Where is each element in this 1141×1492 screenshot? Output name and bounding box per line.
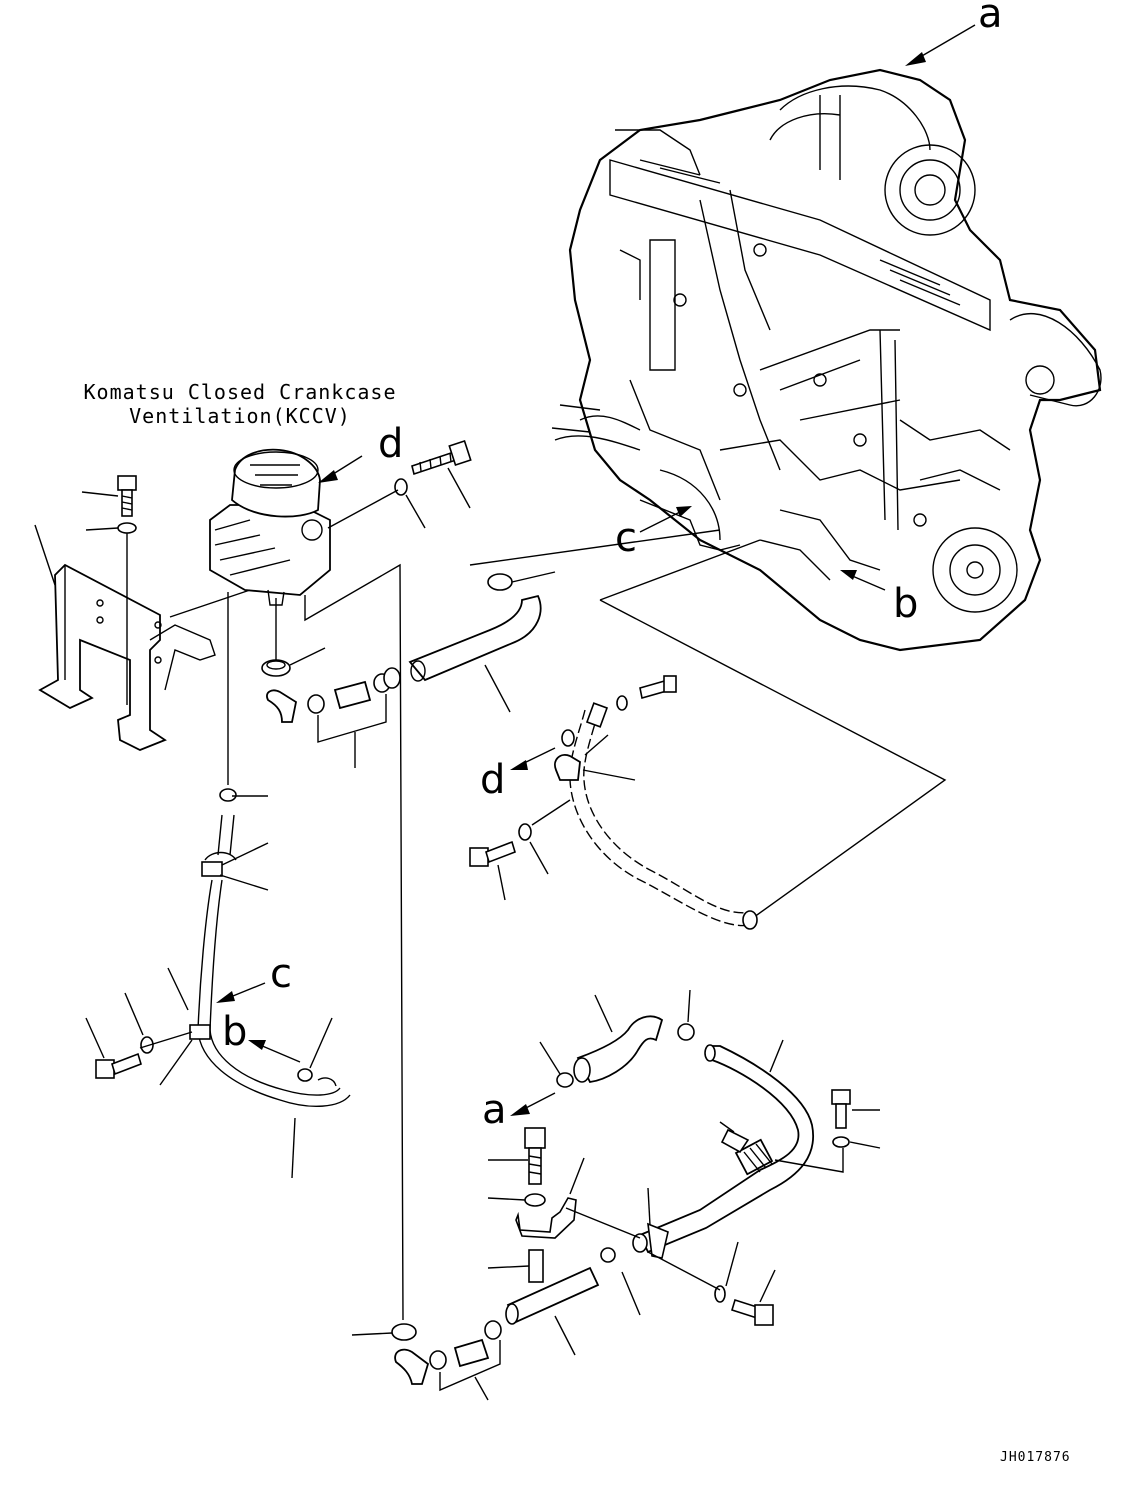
bolt-pipe-d [469,823,532,867]
kccv-caption-line2: Ventilation(KCCV) [129,404,351,428]
arrow-b-engine [840,570,857,580]
ref-a-bottom: a [482,1087,507,1133]
ventilation-hose [383,573,542,689]
ref-a-top: a [978,0,1003,37]
pipe-d [554,675,758,930]
elbow-hose-kccv [266,673,391,723]
bolt-kccv [394,440,472,496]
bolt-tube [95,1036,154,1079]
drain-tube [189,788,351,1108]
engine-assembly [551,68,1102,652]
arrow-d-kccv [318,470,338,483]
ref-c-tube: c [270,951,292,997]
arrow-b-tube [248,1040,266,1050]
drawing-code: JH017876 [1000,1450,1071,1465]
kccv-caption: Komatsu Closed Crankcase Ventilation(KCC… [70,380,410,428]
ref-b-tube: b [222,1009,248,1055]
arrow-a-bottom [510,1104,530,1116]
hose-set-bottom [391,1320,502,1385]
bolt-bracket [117,475,137,534]
kccv-unit [209,448,331,606]
kccv-caption-line1: Komatsu Closed Crankcase [83,380,397,404]
cylinder-head-cover [609,129,991,332]
ref-d-pipe: d [480,757,506,803]
arrow-a-top [905,52,926,66]
pipe-a-assembly [505,1015,851,1326]
ref-c-engine: c [615,515,637,561]
hose-clamp-kccv [261,659,291,677]
turbocharger [769,85,976,236]
ref-d-kccv: d [378,421,404,467]
arrow-c-engine [676,506,692,517]
arrow-d-pipe [510,760,528,770]
ref-b-engine: b [893,581,919,627]
arrow-c-tube [216,991,235,1003]
mounting-bracket [38,563,216,751]
